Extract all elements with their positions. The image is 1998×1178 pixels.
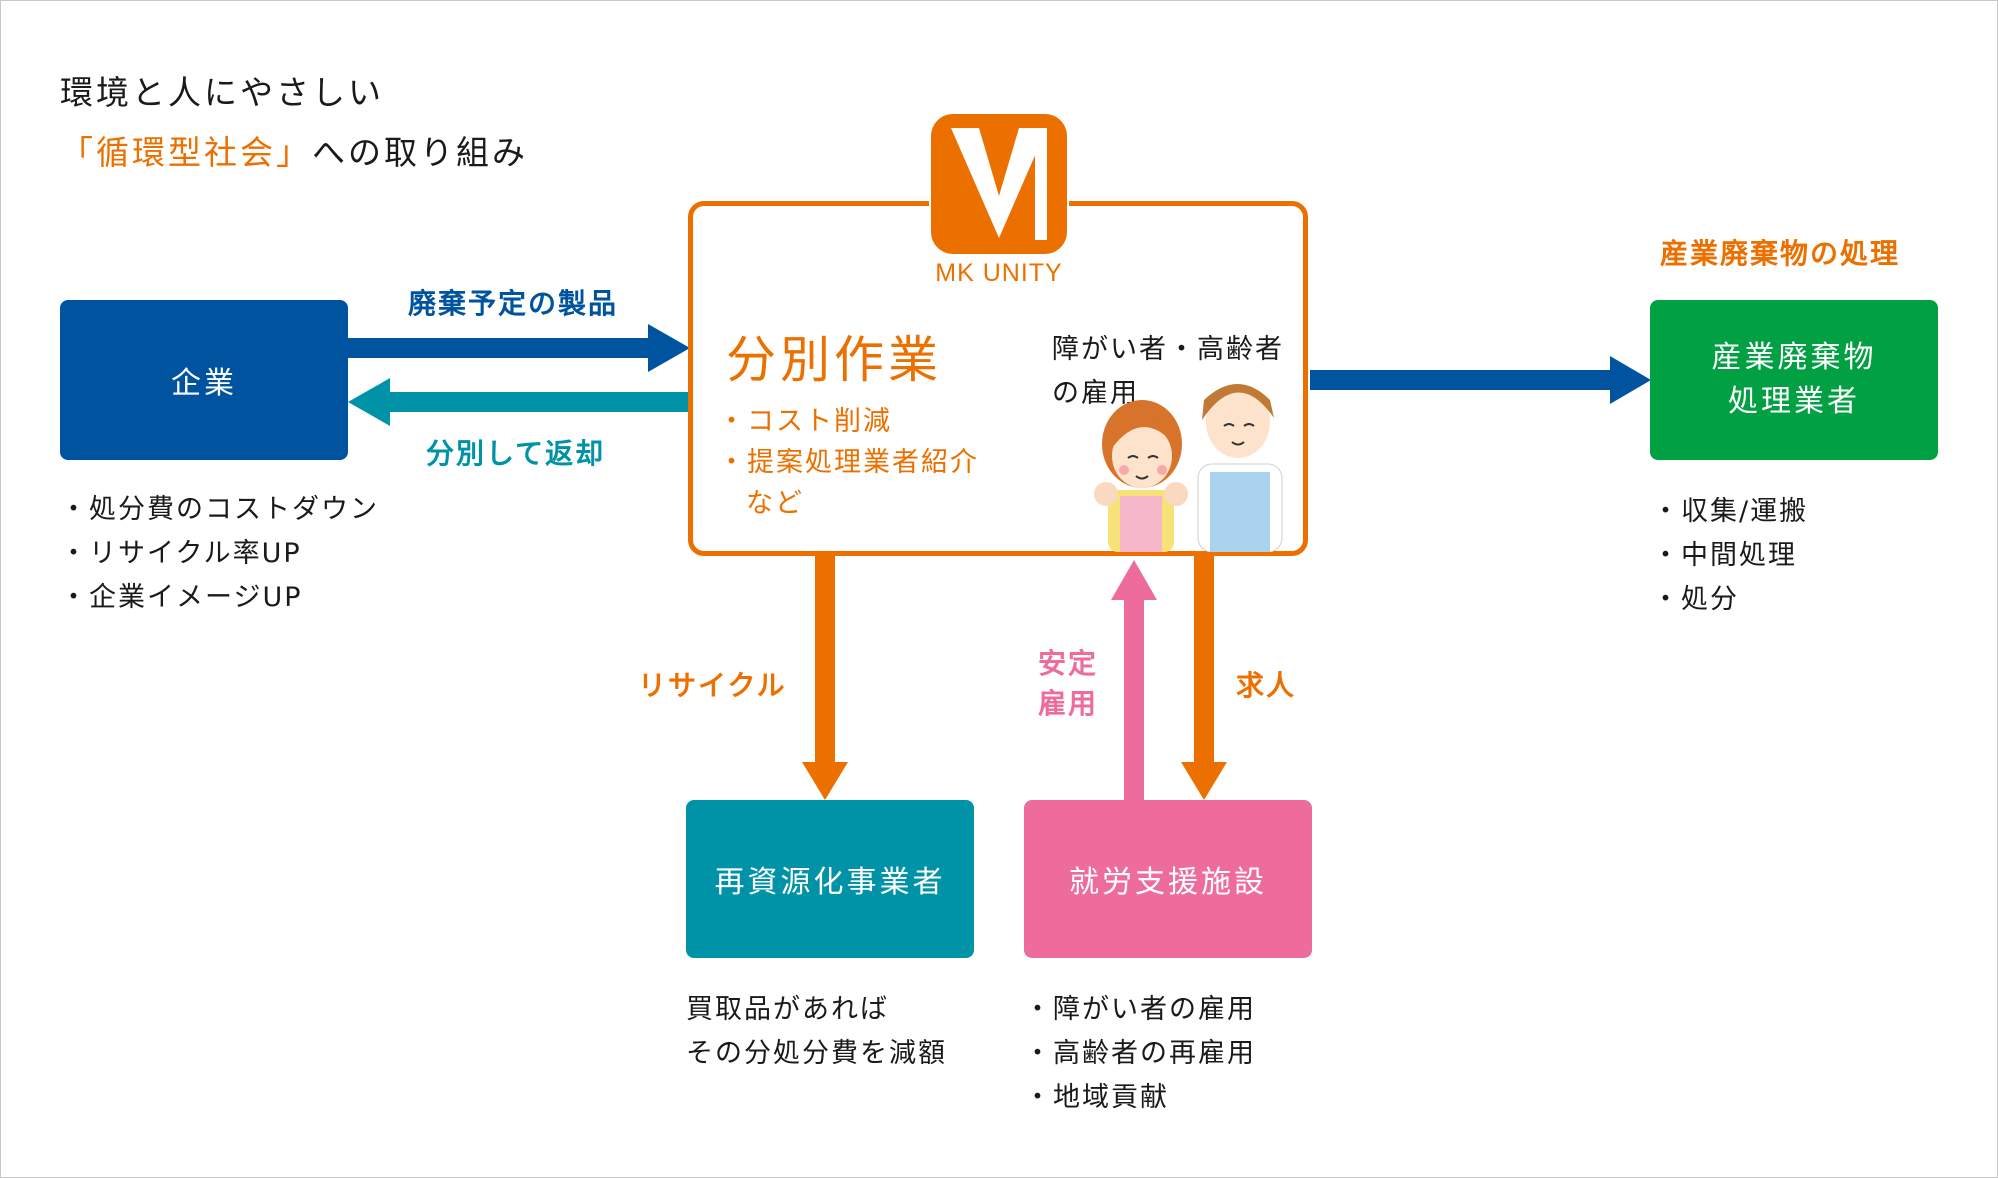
recycle-label: リサイクル [638,669,787,702]
arrow-sorted-return [348,378,688,426]
man-worker-icon [1197,384,1283,552]
recycling-company-label: 再資源化事業者 [714,865,946,900]
list-item: ・高齢者の再雇用 [1024,1038,1256,1069]
recycling-company-box: 再資源化事業者 [686,800,974,958]
stable-employment-label: 安定 雇用 [1038,644,1098,724]
employment-support-benefits-list: ・障がい者の雇用 ・高齢者の再雇用 ・地域貢献 [1024,988,1256,1120]
sorted-return-label: 分別して返却 [426,437,606,470]
list-item: ・処分 [1652,584,1739,615]
list-item: ・企業イメージUP [60,582,303,613]
list-item: ・障がい者の雇用 [1024,994,1256,1025]
list-item: ・収集/運搬 [1652,496,1809,527]
list-item: ・コスト削減 [718,406,892,437]
heading-highlight: 「循環型社会」 [60,133,312,172]
employment-support-facility-box: 就労支援施設 [1024,800,1312,958]
industrial-waste-box-line2: 処理業者 [1728,384,1860,419]
arrow-recycle [802,556,848,800]
arrow-industrial-waste [1310,356,1651,404]
list-item: ・地域貢献 [1024,1082,1169,1113]
company-box: 企業 [60,300,348,460]
diagram-heading-line1: 環境と人にやさしい [60,73,384,112]
arrow-stable-employment [1111,560,1157,800]
arrow-discard-products [348,324,690,372]
employment-line2: の雇用 [1052,378,1139,409]
list-item: ・中間処理 [1652,540,1797,571]
job-offer-label: 求人 [1236,669,1297,702]
heading-rest: への取り組み [312,133,528,172]
list-item: ・提案処理業者紹介 [718,447,979,478]
stable-employment-line1: 安定 [1038,647,1099,680]
employment-text: 障がい者・高齢者 の雇用 [1052,328,1284,416]
list-item-continued: など [746,488,804,519]
discard-products-label: 廃棄予定の製品 [408,287,619,320]
industrial-waste-box-line1: 産業廃棄物 [1711,340,1877,375]
industrial-waste-processing-label: 産業廃棄物の処理 [1660,237,1901,270]
employment-support-label: 就労支援施設 [1069,865,1267,900]
sorting-work-heading: 分別作業 [726,331,942,389]
sorting-work-bullets: ・コスト削減 ・提案処理業者紹介 など [718,401,979,524]
stable-employment-line2: 雇用 [1038,687,1099,720]
list-item: 買取品があれば [686,994,889,1025]
diagram-heading-line2: 「循環型社会」への取り組み [60,126,528,174]
mk-unity-logo [931,114,1067,254]
logo-area: MK UNITY [929,112,1069,312]
arrow-job-offer [1181,556,1227,800]
woman-worker-icon [1094,400,1188,552]
company-benefits-list: ・処分費のコストダウン ・リサイクル率UP ・企業イメージUP [60,488,379,620]
company-box-label: 企業 [171,366,237,401]
industrial-waste-company-box: 産業廃棄物 処理業者 [1650,300,1938,460]
list-item: ・処分費のコストダウン [60,494,379,525]
list-item: その分処分費を減額 [686,1038,947,1069]
logo-wordmark: MK UNITY [935,259,1063,287]
industrial-waste-services-list: ・収集/運搬 ・中間処理 ・処分 [1652,490,1808,622]
list-item: ・リサイクル率UP [60,538,302,569]
recycling-notes: 買取品があれば その分処分費を減額 [686,988,947,1076]
employment-line1: 障がい者・高齢者 [1052,334,1284,365]
workers-illustration [1094,384,1283,552]
